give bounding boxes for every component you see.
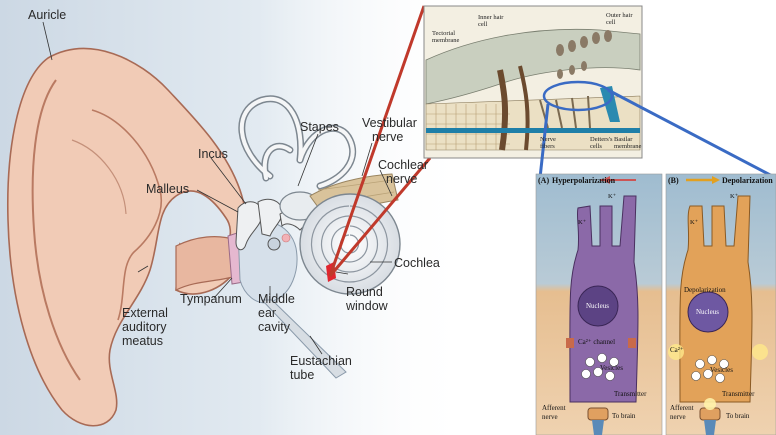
panel-b-title: Depolarization [722,176,773,185]
panel-b-afferent-2: nerve [670,413,686,421]
panel-b-depolarization: Depolarization [684,286,726,294]
label-incus: Incus [198,147,228,161]
label-outer-hair-cell: Outer hair cell [606,12,636,26]
panel-b-transmitter: Transmitter [722,390,754,398]
panel-b-ca: Ca²⁺ [670,346,684,354]
panel-a-afferent-2: nerve [542,413,558,421]
label-middle-ear-1: Middle [258,292,295,306]
panel-a-k-left: K⁺ [578,218,586,226]
label-external-meatus-2: auditory [122,320,166,334]
panel-a-nucleus: Nucleus [586,302,609,310]
label-round-window-1: Round [346,285,383,299]
panel-b-to-brain: To brain [726,412,749,420]
label-tectorial-membrane: Tectorial membrane [432,30,472,44]
label-external-meatus-1: External [122,306,168,320]
panel-b [666,174,776,435]
panel-b-k-top: K⁺ [730,192,738,200]
panel-b-vesicles: Vesicles [710,366,733,374]
label-eustachian-tube-1: Eustachian [290,354,352,368]
label-malleus: Malleus [146,182,189,196]
label-cochlear-nerve-2: nerve [386,172,417,186]
panel-b-tag: (B) [668,176,679,185]
panel-a-ca-channel: Ca²⁺ channel [578,338,615,346]
label-inner-hair-cell: Inner hair cell [478,14,508,28]
label-tympanum: Tympanum [180,292,242,306]
label-round-window-2: window [346,299,388,313]
label-external-meatus-3: meatus [122,334,163,348]
panel-a-tag: (A) [538,176,549,185]
panel-b-k-left: K⁺ [690,218,698,226]
label-middle-ear-2: ear [258,306,276,320]
panel-a-afferent-1: Afferent [542,404,566,412]
label-basilar-membrane: Basilar membrane [614,136,642,150]
label-cochlea: Cochlea [394,256,440,270]
label-vestibular-nerve-2: nerve [372,130,403,144]
label-stapes: Stapes [300,120,339,134]
label-nerve-fibers: Nerve fibers [540,136,564,150]
panel-a-to-brain: To brain [612,412,635,420]
label-cochlear-nerve-1: Cochlear [378,158,428,172]
label-eustachian-tube-2: tube [290,368,314,382]
label-auricle: Auricle [28,8,66,22]
label-middle-ear-3: cavity [258,320,290,334]
panel-a-title: Hyperpolarization [552,176,615,185]
panel-a-transmitter: Transmitter [614,390,646,398]
panel-a-vesicles: Vesicles [600,364,623,372]
panel-b-nucleus: Nucleus [696,308,719,316]
panel-a-k-top: K⁺ [608,192,616,200]
label-vestibular-nerve-1: Vestibular [362,116,417,130]
panel-b-afferent-1: Afferent [670,404,694,412]
